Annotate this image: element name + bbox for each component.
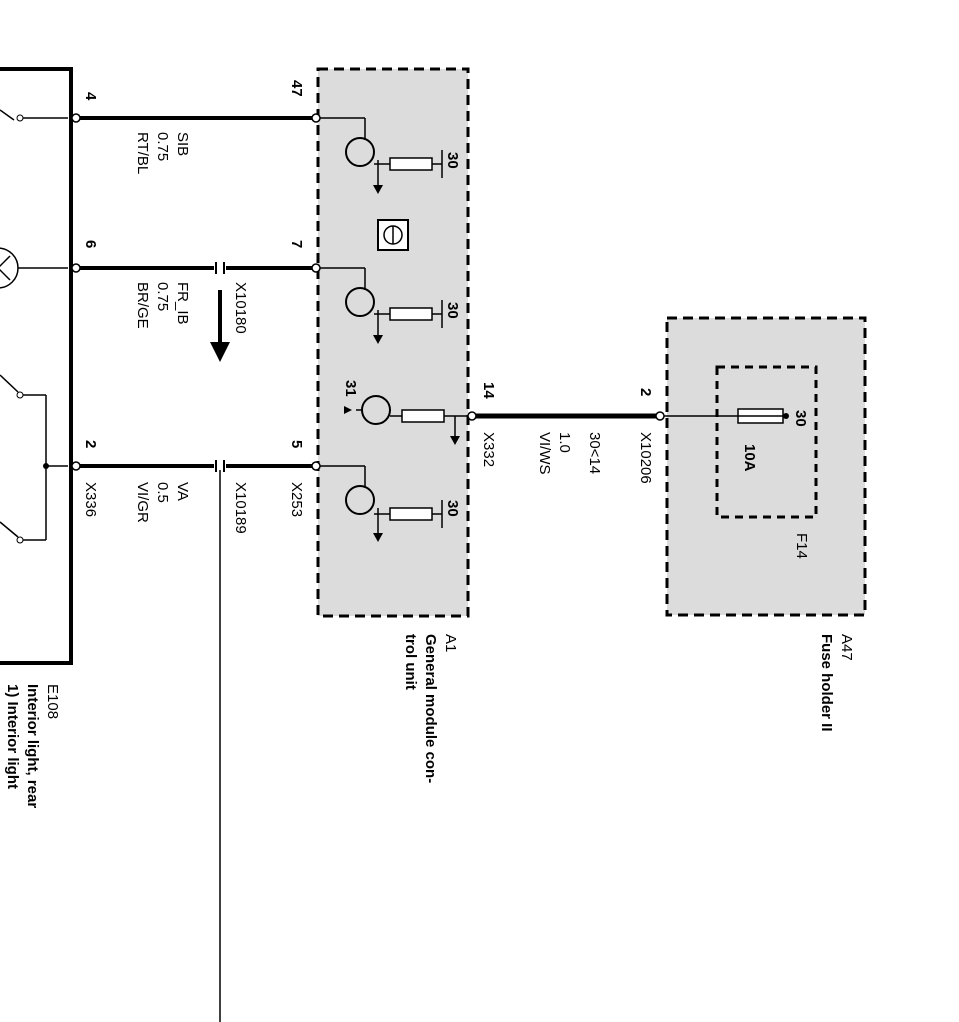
fuse-terminal-label: 30	[792, 410, 809, 427]
terminal-label: 30	[444, 500, 461, 517]
e108-component	[0, 67, 73, 665]
a47-name: Fuse holder II	[818, 634, 835, 732]
wire-signal: 30<14	[586, 432, 603, 474]
connector-label: X10206	[637, 432, 654, 484]
labels: 4 6 2 47 7 5 14 2 SIB 0.75 RT/BL FR_IB 0…	[4, 80, 855, 808]
wire-signal: VA	[174, 482, 191, 501]
pin-label: 14	[480, 382, 497, 399]
terminal-label: 31	[342, 380, 359, 397]
pin-label: 6	[82, 240, 99, 248]
pin-label: 47	[288, 80, 305, 97]
wire-color: VI/GR	[134, 482, 151, 523]
a1-id: A1	[442, 634, 459, 652]
wire-size: 0.5	[154, 482, 171, 503]
wire-size: 0.75	[154, 282, 171, 311]
wire-color: RT/BL	[134, 132, 151, 174]
a1-name-line2: trol unit	[402, 634, 419, 690]
e108-id: E108	[44, 684, 61, 719]
wire-color: VI/WS	[536, 432, 553, 475]
terminal-label: 30	[444, 152, 461, 169]
wire-signal: FR_IB	[174, 282, 191, 325]
e108-sub: 1) Interior light	[4, 684, 21, 789]
a47-fuse-holder	[664, 316, 867, 617]
wire-size: 1.0	[556, 432, 573, 453]
processor-icon	[377, 219, 409, 251]
pin-label: 2	[637, 388, 654, 396]
fuse-rating-label: 10A	[741, 444, 758, 472]
connector-label: X332	[480, 432, 497, 467]
pin-label: 4	[82, 92, 99, 101]
a1-name-line1: General module con-	[422, 634, 439, 783]
connector-label: X253	[288, 482, 305, 517]
lamp-icon	[0, 247, 19, 289]
pin-label: 5	[288, 440, 305, 448]
a1-module	[316, 67, 470, 618]
connector-label: X336	[82, 482, 99, 517]
transistor-icon	[318, 117, 443, 194]
a47-id: A47	[838, 634, 855, 661]
pin-label: 7	[288, 240, 305, 248]
transistor-icon	[318, 465, 443, 542]
pin-label: 2	[82, 440, 99, 448]
wire-signal: SIB	[174, 132, 191, 156]
transistor-icon	[344, 395, 468, 445]
wires	[71, 113, 665, 1022]
arrow-down-icon	[210, 342, 230, 362]
terminal-label: 30	[444, 302, 461, 319]
wire-size: 0.75	[154, 132, 171, 161]
transistor-icon	[318, 267, 443, 344]
fuse-id-label: F14	[793, 533, 810, 559]
connector-label: X10180	[232, 282, 249, 334]
e108-name: Interior light, rear	[24, 684, 41, 808]
wire-color: BR/GE	[134, 282, 151, 329]
connector-label: X10189	[232, 482, 249, 534]
